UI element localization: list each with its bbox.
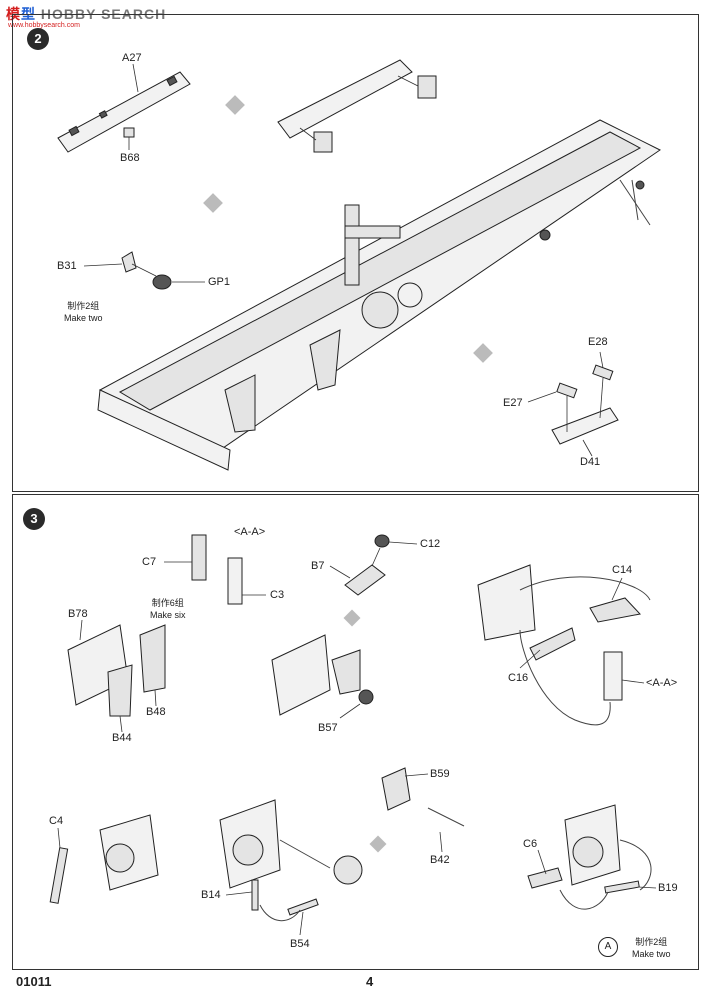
part-b78-b48-b44 (67, 619, 166, 733)
label-c4: C4 (49, 815, 64, 827)
label-section-aa-2: <A-A> (646, 677, 678, 689)
note-six-en: Make six (150, 610, 186, 620)
marker-a: A (598, 937, 618, 957)
label-e27: E27 (503, 397, 523, 409)
label-c12: C12 (420, 538, 441, 550)
part-b57-assembly (271, 634, 374, 719)
part-a27 (57, 63, 191, 153)
rail-assembly (277, 59, 437, 153)
label-b78: B78 (68, 608, 88, 620)
label-b59: B59 (430, 768, 450, 780)
page-number: 4 (366, 974, 374, 989)
part-b31 (83, 251, 137, 273)
label-e28: E28 (588, 336, 608, 348)
label-section-aa-1: <A-A> (234, 526, 266, 538)
label-b14: B14 (201, 889, 221, 901)
label-c16: C16 (508, 672, 529, 684)
label-b19: B19 (658, 882, 678, 894)
label-b54: B54 (290, 938, 310, 950)
label-c6: C6 (523, 838, 538, 850)
step-3-panel (12, 494, 699, 970)
step-3-number: 3 (23, 508, 45, 530)
label-b44: B44 (112, 732, 132, 744)
part-c6-b19-assembly (527, 804, 657, 910)
note-make-six: 制作6组 Make six (150, 597, 186, 621)
chassis-frame (97, 119, 661, 471)
part-c4-assembly (49, 814, 159, 904)
label-d41: D41 (580, 456, 601, 468)
note-two-en: Make two (632, 949, 671, 959)
part-e28-e27-d41 (527, 351, 619, 457)
part-c12-b7 (329, 534, 418, 596)
part-gp1 (131, 263, 205, 290)
label-a27: A27 (122, 52, 142, 64)
note-en: Make two (64, 313, 103, 323)
step-2-panel (12, 14, 699, 492)
part-c14-c16-assembly (477, 564, 651, 726)
direction-marks-step3 (343, 609, 387, 853)
label-b48: B48 (146, 706, 166, 718)
label-b42: B42 (430, 854, 450, 866)
note-make-two-step2: 制作2组 Make two (64, 300, 103, 324)
step-2-number: 2 (27, 28, 49, 50)
label-c7: C7 (142, 556, 157, 568)
label-b68: B68 (120, 152, 140, 164)
label-c3: C3 (270, 589, 285, 601)
kit-code: 01011 (16, 974, 52, 989)
note-two-cn: 制作2组 (635, 937, 668, 947)
watermark-url: www.hobbysearch.com (8, 22, 80, 29)
label-c14: C14 (612, 564, 633, 576)
label-gp1: GP1 (208, 276, 231, 288)
note-make-two-step3: 制作2组 Make two (632, 936, 671, 960)
label-b7: B7 (311, 560, 325, 572)
note-cn: 制作2组 (67, 301, 100, 311)
part-c7-c3 (164, 534, 266, 605)
part-b59-b42 (381, 767, 465, 853)
note-six-cn: 制作6组 (151, 598, 184, 608)
direction-marks-step2 (203, 95, 493, 363)
label-b57: B57 (318, 722, 338, 734)
part-b68 (123, 127, 135, 150)
part-b14-b54-assembly (219, 799, 363, 936)
label-b31: B31 (57, 260, 77, 272)
